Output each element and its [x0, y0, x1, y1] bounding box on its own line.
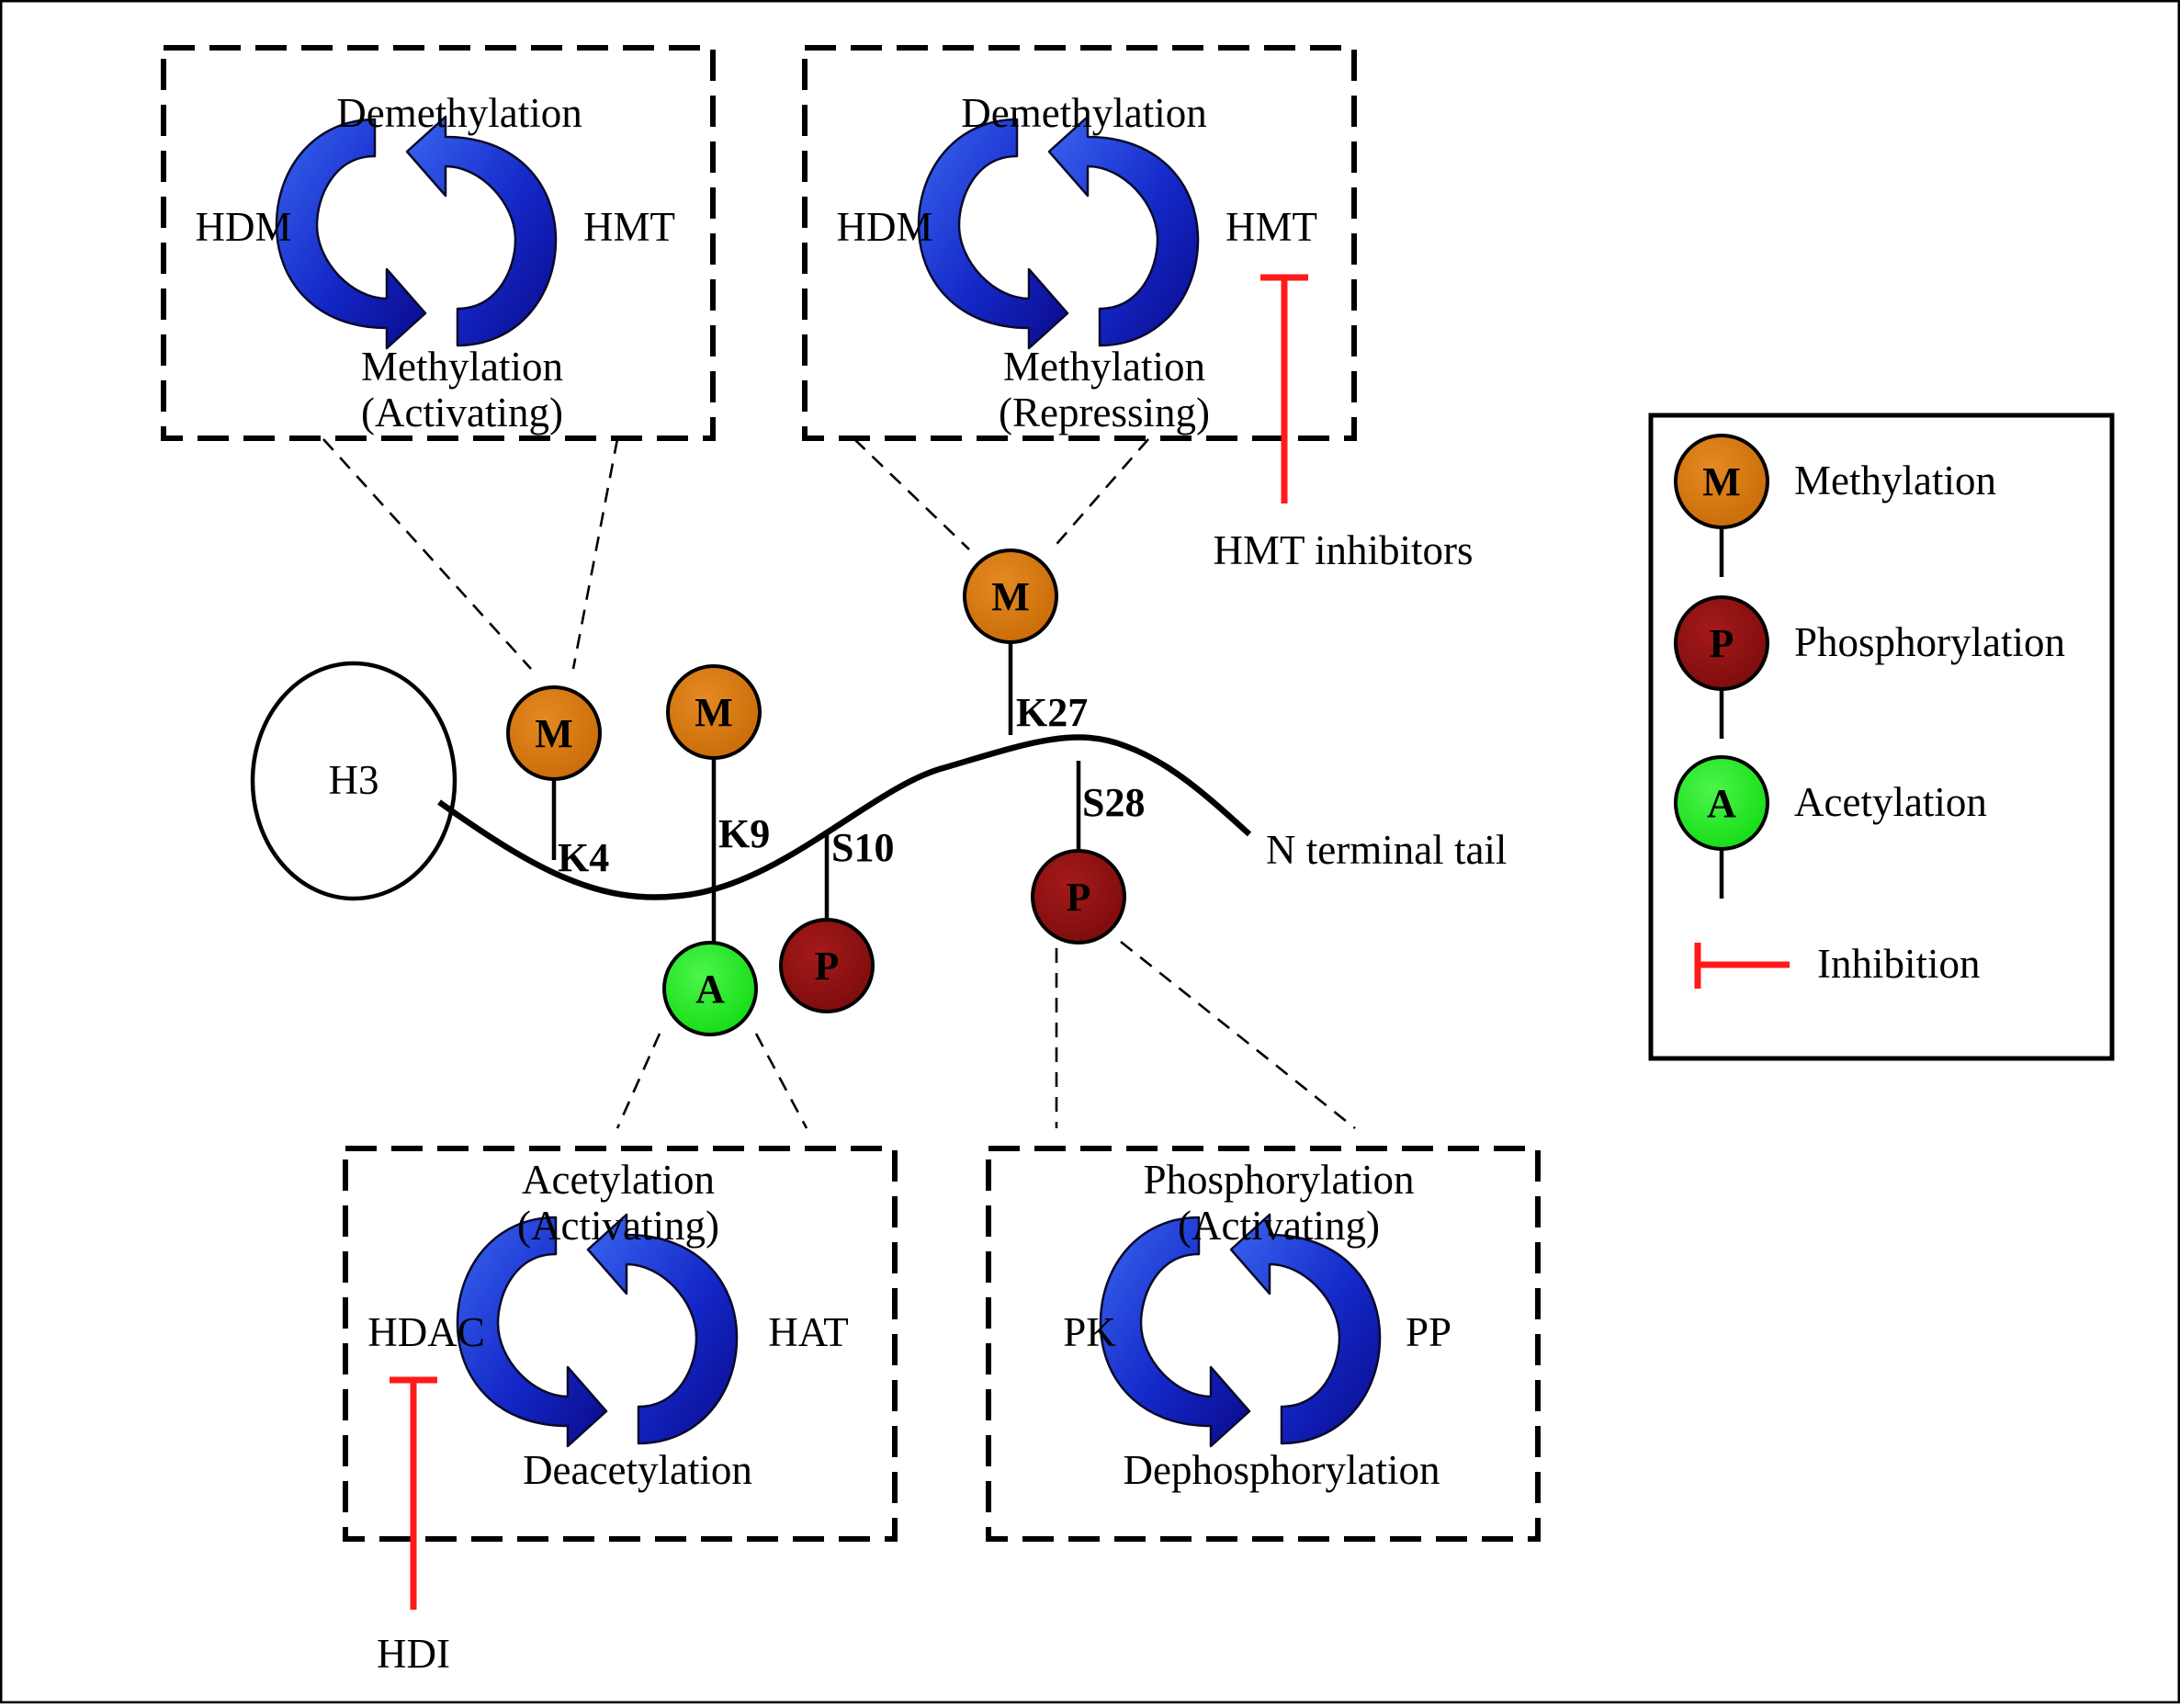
- activating-label: (Activating): [361, 390, 563, 435]
- ball-letter: P: [1067, 875, 1091, 920]
- activating-label: (Activating): [517, 1203, 719, 1249]
- connector-line: [1051, 438, 1149, 550]
- k27-label: K27: [1016, 690, 1088, 735]
- connector-line: [754, 1033, 808, 1129]
- legend-phosphorylation-item: P Phosphorylation: [1674, 595, 2065, 739]
- hmt-label: HMT: [1226, 204, 1317, 250]
- cycle-arrows-icon: [917, 115, 1200, 350]
- activating-label: (Activating): [1178, 1203, 1380, 1249]
- phosphorylation-ball-s28: P: [1031, 849, 1126, 944]
- legend-methylation-item: M Methylation: [1674, 434, 1996, 577]
- methylation-label: Methylation: [1003, 344, 1205, 390]
- deacetylation-label: Deacetylation: [523, 1447, 752, 1493]
- h3-histone: [250, 661, 457, 901]
- hmt-inhibition-icon: [1260, 274, 1308, 503]
- pk-label: PK: [1063, 1309, 1116, 1355]
- connector-line: [322, 438, 532, 670]
- legend-methylation-label: Methylation: [1794, 458, 1996, 503]
- hdm-label: HDM: [195, 204, 291, 250]
- phosphorylation-box: [986, 1146, 1541, 1542]
- ball-letter: M: [991, 574, 1030, 619]
- connector-line: [571, 438, 619, 670]
- ball-letter: M: [695, 690, 733, 735]
- demethylation-label: Demethylation: [961, 90, 1206, 136]
- phosphorylation-label: Phosphorylation: [1143, 1157, 1414, 1203]
- repressing-label: (Repressing): [999, 390, 1210, 435]
- hdac-label: HDAC: [367, 1309, 485, 1355]
- legend-acetylation-item: A Acetylation: [1674, 755, 1987, 899]
- legend-acetylation-label: Acetylation: [1794, 779, 1987, 825]
- cycle-arrows-icon: [456, 1213, 739, 1448]
- methylation-ball-k9: M: [666, 664, 762, 760]
- s28-label: S28: [1082, 780, 1145, 825]
- methylation-ball-k4: M: [506, 685, 602, 781]
- hmt-label: HMT: [583, 204, 675, 250]
- ball-letter: A: [1707, 781, 1736, 826]
- cycle-arrows-icon: [275, 115, 558, 350]
- ball-letter: P: [815, 944, 840, 989]
- k9-label: K9: [718, 811, 770, 856]
- methylation-activating-box: [161, 45, 716, 441]
- hat-label: HAT: [768, 1309, 849, 1355]
- acetylation-label: Acetylation: [522, 1157, 715, 1203]
- ball-letter: A: [695, 967, 725, 1012]
- hdi-label: HDI: [377, 1631, 450, 1677]
- connector-line: [1120, 940, 1356, 1130]
- n-terminal-tail: [437, 734, 1252, 900]
- legend-phosphorylation-label: Phosphorylation: [1794, 619, 2065, 665]
- k4-label: K4: [558, 835, 609, 880]
- ball-letter: M: [1702, 459, 1741, 504]
- phosphorylation-ball-s10: P: [779, 918, 875, 1013]
- hmt-inhibitors-label: HMT inhibitors: [1214, 527, 1474, 573]
- dephosphorylation-label: Dephosphorylation: [1124, 1447, 1440, 1493]
- hdm-label: HDM: [836, 204, 932, 250]
- methylation-repressing-box: [802, 45, 1357, 441]
- cycle-arrows-icon: [1099, 1213, 1382, 1448]
- connector-line: [616, 1033, 661, 1129]
- methylation-label: Methylation: [361, 344, 563, 390]
- acetylation-ball-k9: A: [662, 941, 758, 1036]
- h3-label: H3: [329, 757, 379, 803]
- n-terminal-tail-label: N terminal tail: [1266, 827, 1507, 873]
- ball-letter: M: [535, 711, 573, 756]
- acetylation-box: [343, 1146, 898, 1542]
- legend-inhibition-item: Inhibition: [1694, 941, 1981, 989]
- s10-label: S10: [831, 825, 894, 870]
- demethylation-label: Demethylation: [336, 90, 582, 136]
- connector-line: [853, 438, 970, 550]
- legend-inhibition-label: Inhibition: [1817, 941, 1981, 987]
- ball-letter: P: [1710, 621, 1734, 666]
- methylation-ball-k27: M: [963, 549, 1058, 644]
- hdi-inhibition-icon: [390, 1376, 437, 1610]
- pp-label: PP: [1406, 1309, 1451, 1355]
